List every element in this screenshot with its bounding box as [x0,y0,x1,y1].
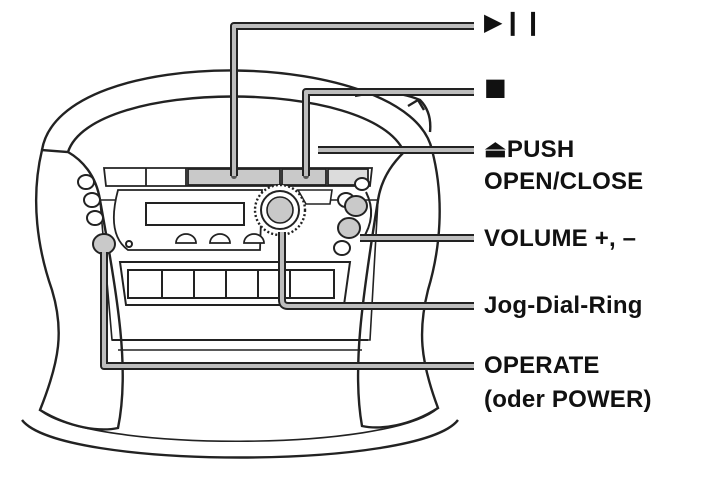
preset-button-1[interactable] [175,233,197,244]
preset-button-2[interactable] [209,233,231,244]
left-function-button-2[interactable] [83,192,101,208]
jog-dial-ring-label: Jog-Dial-Ring [484,292,643,319]
volume-plus-button[interactable] [337,217,361,239]
tape-key-2[interactable] [161,269,195,299]
volume-minus-button[interactable] [344,195,368,217]
lcd-display [145,202,245,226]
handle-clip [407,98,426,111]
right-function-button[interactable] [354,177,370,191]
jog-dial-center[interactable] [266,196,294,224]
right-lower-button[interactable] [333,240,351,256]
jog-dial[interactable] [253,183,307,237]
push-open-close-label-line2: OPEN/CLOSE [484,168,644,195]
operate-power-button[interactable] [92,233,116,255]
push-eject-tab[interactable] [296,189,333,205]
operate-label-line2: (oder POWER) [484,386,652,413]
bottom-base-curve [21,419,459,459]
control-panel [113,189,333,251]
left-function-button-3[interactable] [86,210,104,226]
leader-lines [100,22,474,370]
tape-key-4[interactable] [225,269,259,299]
stop-label: ■ [484,73,507,101]
push-open-close-label-line1: ⏏PUSH [484,136,575,163]
operate-label-line1: OPERATE [484,352,600,379]
left-function-button-1[interactable] [77,174,95,190]
preset-button-3[interactable] [243,233,265,244]
right-buttons [333,177,373,256]
tape-key-6[interactable] [289,269,335,299]
tape-key-3[interactable] [193,269,227,299]
bottom-base-curve-inner [39,407,439,443]
tape-deck [118,261,352,306]
power-indicator [125,240,133,248]
play-pause-label: ▶❙❙ [484,8,544,36]
left-buttons [77,174,133,255]
volume-label: VOLUME +, – [484,225,637,252]
left-speaker-wing [34,148,124,431]
right-speaker-wing [356,148,441,429]
tape-key-1[interactable] [127,269,163,299]
